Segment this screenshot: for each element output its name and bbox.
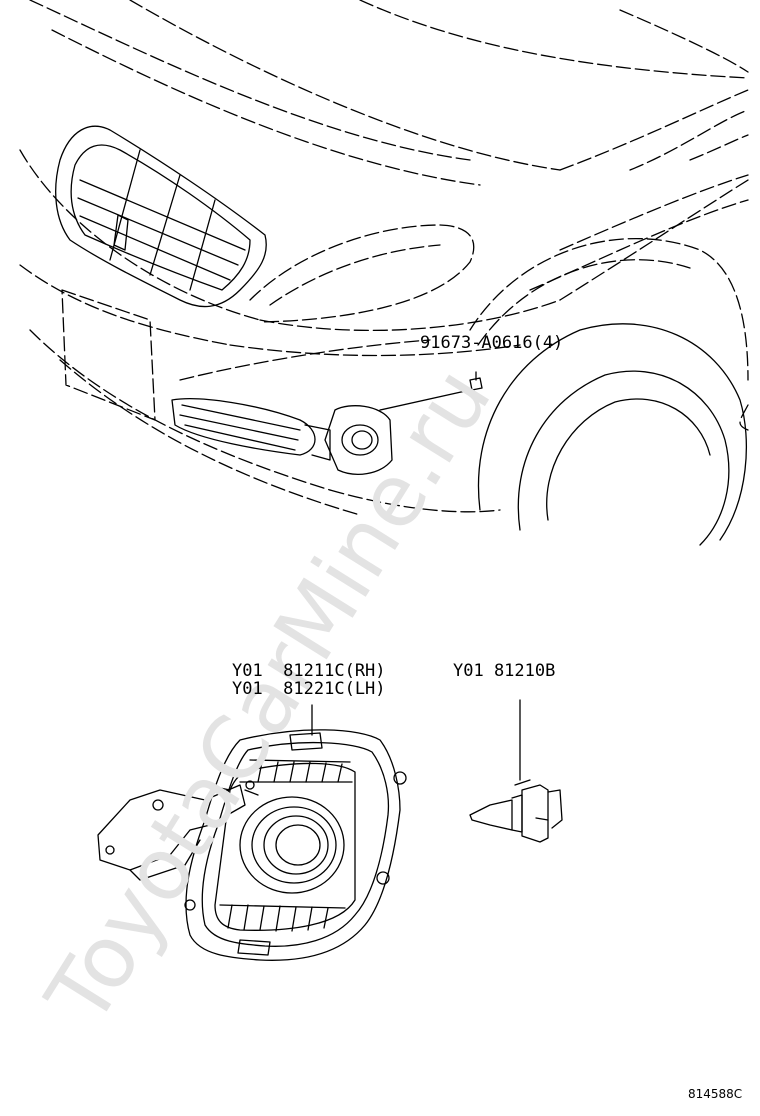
wheel	[477, 323, 747, 546]
fog-lamp-assembly	[97, 704, 407, 961]
diagram-reference-code: 814588C	[688, 1087, 743, 1101]
car-body-outline	[19, 0, 749, 516]
callout-screw[interactable]: 91673-A0616(4)	[420, 333, 564, 353]
callout-fog-lamp-lh[interactable]: Y01 81221C(LH)	[232, 679, 386, 699]
callout-fog-lamp-rh[interactable]: Y01 81211C(RH)	[232, 661, 386, 681]
callout-bulb[interactable]: Y01 81210B	[453, 661, 556, 681]
grille	[55, 125, 267, 308]
bulb	[469, 699, 563, 843]
fog-lamp-installed	[171, 371, 483, 475]
